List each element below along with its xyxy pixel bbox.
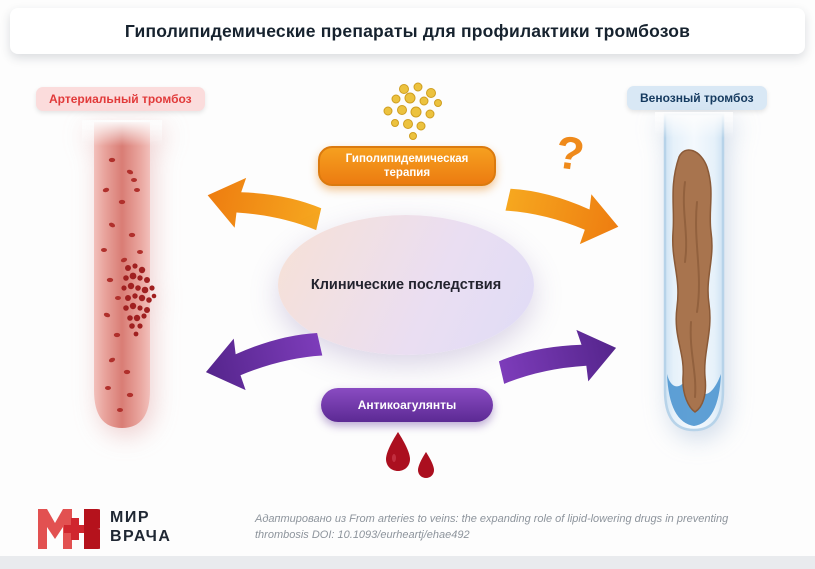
title-card: Гиполипидемические препараты для профила… — [10, 8, 805, 54]
orange-arrow-right-icon — [491, 168, 634, 260]
anticoagulants-node: Антикоагулянты — [321, 388, 493, 422]
arterial-clot — [121, 263, 157, 337]
clinical-consequences-label: Клинические последствия — [310, 277, 502, 293]
logo-wordmark: МИР ВРАЧА — [110, 508, 172, 545]
lipid-particles-icon — [383, 82, 442, 140]
lipid-therapy-node: Гиполипидемическая терапия — [318, 146, 496, 186]
question-mark: ? — [552, 125, 588, 181]
purple-arrow-left-icon — [190, 312, 335, 406]
source-citation: Адаптировано из From arteries to veins: … — [255, 513, 729, 541]
bottom-band — [0, 556, 815, 569]
clinical-consequences-node: Клинические последствия — [278, 215, 534, 355]
blood-drops-icon — [386, 432, 434, 478]
venous-thrombosis-badge: Венозный тромбоз — [627, 86, 767, 110]
arterial-thrombosis-badge: Артериальный тромбоз — [36, 87, 205, 111]
venous-clot — [671, 149, 713, 413]
orange-arrow-left-icon — [192, 162, 333, 254]
arterial-vessel-illustration — [82, 120, 162, 428]
mir-vracha-logo-icon — [38, 509, 100, 549]
mir-vracha-logo: МИР ВРАЧА — [38, 503, 171, 551]
purple-arrow-right-icon — [486, 314, 631, 408]
page-title: Гиполипидемические препараты для профила… — [124, 20, 691, 41]
venous-vessel-illustration — [655, 112, 733, 432]
